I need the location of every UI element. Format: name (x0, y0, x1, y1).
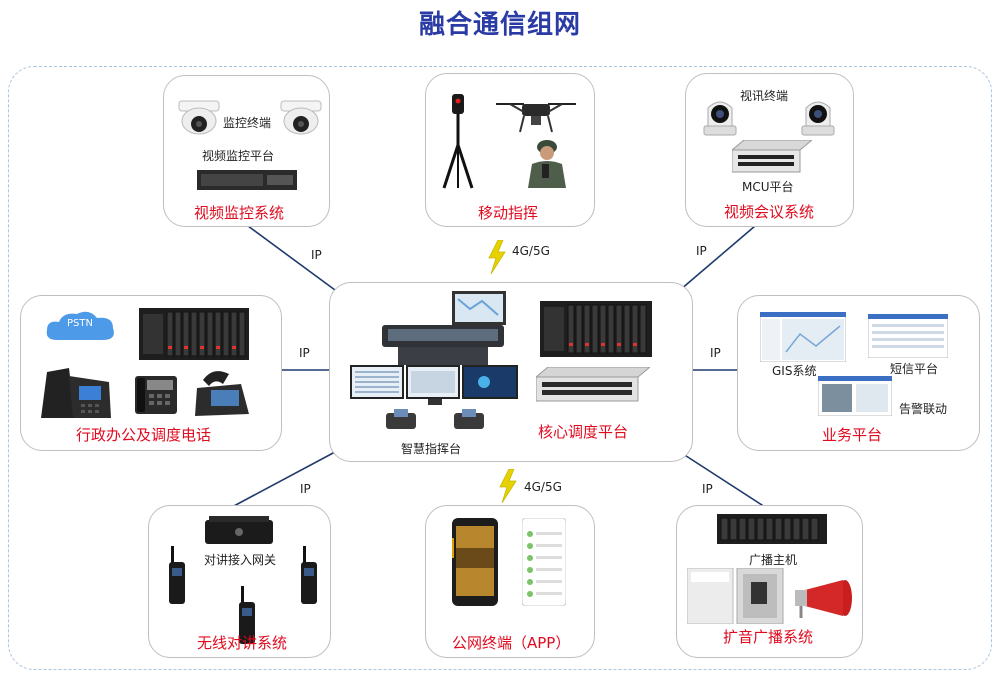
gis-screen-icon (760, 312, 846, 362)
ptz-camera-icon (801, 101, 835, 136)
app-screen-icon (522, 518, 566, 606)
walkie-talkie-icon (239, 586, 255, 644)
business-platform-node: GIS系统 短信平台 告警联动 业务平台 (737, 295, 980, 451)
radio-gateway-icon (205, 516, 273, 544)
page-title: 融合通信组网 (418, 10, 581, 40)
pstn-cloud-icon (46, 311, 114, 340)
ip-label: IP (311, 248, 322, 262)
rack-server-icon (536, 367, 650, 402)
network-label: 4G/5G (524, 480, 562, 494)
monitor-platform-label: 视频监控平台 (202, 149, 275, 163)
node-label: 公网终端（APP） (452, 634, 571, 652)
node-label: 行政办公及调度电话 (76, 426, 212, 444)
ip-label: IP (710, 346, 721, 360)
public-network-app-node: 公网终端（APP） (425, 505, 595, 658)
dome-camera-icon (280, 100, 322, 135)
sms-screen-icon (868, 314, 948, 358)
sms-label: 短信平台 (890, 362, 939, 376)
monitor-terminal-label: 监控终端 (223, 116, 272, 130)
desk-terminal-icon (386, 409, 484, 429)
tripod-camera-icon (442, 94, 474, 189)
walkie-talkie-icon (169, 546, 185, 604)
alarm-label: 告警联动 (899, 402, 948, 416)
ptz-camera-icon (703, 101, 737, 136)
wireless-bolt-icon (499, 469, 517, 503)
rugged-phone-icon (452, 518, 498, 606)
office-dispatch-phone-node: PSTN 行政办公及调度电话 (20, 295, 282, 451)
core-platform-label: 核心调度平台 (538, 423, 629, 441)
broadcast-terminal-icon (687, 568, 784, 624)
wireless-bolt-icon (488, 240, 506, 274)
broadcast-host-icon (717, 514, 827, 544)
core-switch-icon (540, 301, 652, 357)
soldier-with-radio-icon (528, 140, 566, 188)
network-label: 4G/5G (512, 244, 550, 258)
node-label: 业务平台 (822, 426, 883, 444)
broadcast-host-label: 广播主机 (749, 553, 798, 567)
ip-label: IP (702, 482, 713, 496)
video-monitor-system-node: 监控终端 视频监控平台 视频监控系统 (163, 75, 330, 227)
command-center-node: 智慧指挥台 核心调度平台 (329, 282, 693, 462)
ip-label: IP (300, 482, 311, 496)
triple-monitor-icon (350, 365, 518, 405)
mcu-server-icon (732, 140, 812, 173)
dispatch-switch-icon (139, 308, 249, 360)
mobile-command-node: 移动指挥 (425, 73, 595, 227)
node-label: 视频监控系统 (194, 204, 285, 222)
walkie-talkie-icon (301, 546, 317, 604)
ip-phone-icon (41, 368, 111, 418)
nvr-server-icon (197, 170, 297, 190)
drone-icon (496, 103, 576, 133)
node-label: 扩音广播系统 (723, 628, 814, 646)
radio-intercom-node: 对讲接入网关 无线对讲系统 (148, 505, 331, 658)
ip-label: IP (299, 346, 310, 360)
loudspeaker-icon (795, 580, 852, 618)
alarm-screen-icon (818, 376, 892, 416)
command-console-icon (382, 291, 506, 365)
node-label: 无线对讲系统 (197, 634, 288, 652)
gateway-label: 对讲接入网关 (204, 553, 277, 567)
video-conference-node: 视讯终端 MCU平台 视频会议系统 (685, 73, 854, 227)
broadcast-system-node: 广播主机 扩音广播系统 (676, 505, 863, 658)
desk-phone-icon (135, 376, 177, 414)
node-label: 移动指挥 (478, 204, 539, 222)
dome-camera-icon (178, 100, 220, 135)
mcu-platform-label: MCU平台 (742, 180, 794, 194)
console-label: 智慧指挥台 (401, 442, 462, 456)
pstn-label: PSTN (67, 318, 93, 329)
ip-label: IP (696, 244, 707, 258)
video-phone-icon (195, 371, 249, 416)
node-label: 视频会议系统 (724, 203, 815, 221)
conf-terminal-label: 视讯终端 (740, 89, 789, 103)
gis-label: GIS系统 (772, 364, 817, 378)
network-boundary (8, 66, 992, 670)
